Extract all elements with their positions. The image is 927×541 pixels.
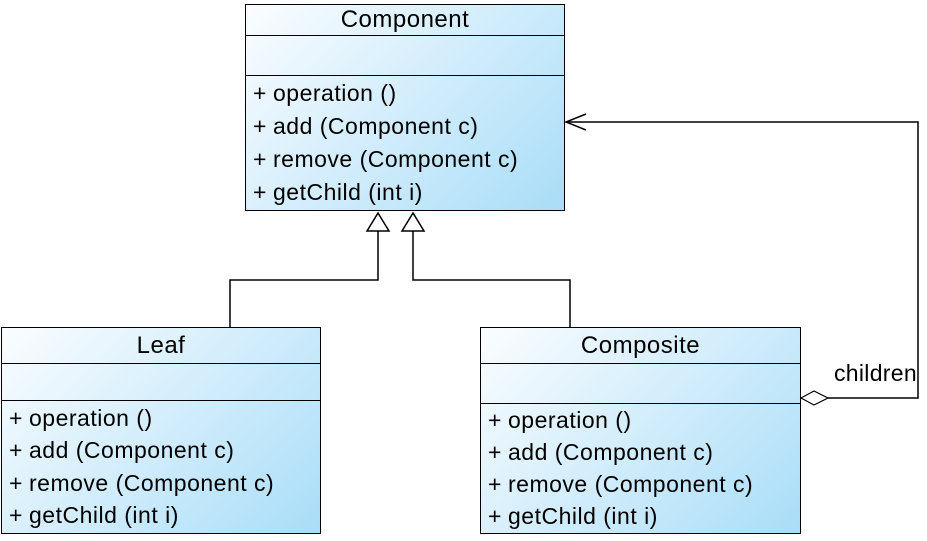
method-row: + remove (Component c) — [481, 469, 800, 501]
method-signature: getChild (int i) — [29, 502, 179, 529]
aggregation-diamond-icon — [799, 390, 830, 406]
methods-compartment: + operation () + add (Component c) + rem… — [246, 76, 564, 210]
method-row: + operation () — [246, 77, 564, 110]
aggregation-edge-composite-component[interactable] — [563, 113, 919, 406]
open-arrowhead-icon — [563, 113, 587, 131]
method-signature: remove (Component c) — [273, 146, 519, 172]
method-signature: remove (Component c) — [508, 470, 754, 497]
visibility-symbol: + — [253, 113, 267, 139]
method-signature: operation () — [273, 80, 397, 106]
aggregation-role-label: children — [834, 360, 917, 386]
class-name: Component — [246, 5, 564, 36]
method-signature: add (Component c) — [508, 439, 714, 466]
class-node-component[interactable]: Component + operation () + add (Componen… — [245, 4, 565, 211]
method-row: + remove (Component c) — [246, 143, 564, 176]
method-signature: operation () — [508, 407, 632, 434]
method-row: + operation () — [2, 402, 320, 435]
methods-compartment: + operation () + add (Component c) + rem… — [2, 401, 320, 533]
visibility-symbol: + — [9, 404, 23, 431]
class-name: Composite — [481, 328, 800, 364]
generalization-triangle-icon — [365, 211, 391, 232]
method-row: + getChild (int i) — [246, 176, 564, 209]
class-node-leaf[interactable]: Leaf + operation () + add (Component c) … — [1, 327, 321, 534]
method-signature: add (Component c) — [29, 437, 235, 464]
visibility-symbol: + — [9, 469, 23, 496]
method-row: + getChild (int i) — [2, 500, 320, 533]
method-signature: operation () — [29, 404, 153, 431]
generalization-edge-composite-component[interactable] — [400, 211, 571, 327]
generalization-edge-leaf-component[interactable] — [229, 211, 391, 327]
visibility-symbol: + — [253, 146, 267, 172]
generalization-triangle-icon — [400, 211, 426, 232]
visibility-symbol: + — [488, 407, 502, 434]
attributes-compartment — [246, 36, 564, 76]
method-row: + add (Component c) — [246, 110, 564, 143]
method-row: + remove (Component c) — [2, 467, 320, 500]
method-signature: getChild (int i) — [273, 179, 423, 205]
visibility-symbol: + — [253, 179, 267, 205]
method-row: + operation () — [481, 405, 800, 437]
method-row: + add (Component c) — [481, 437, 800, 469]
attributes-compartment — [481, 364, 800, 404]
method-signature: getChild (int i) — [508, 502, 658, 529]
visibility-symbol: + — [488, 439, 502, 466]
class-name: Leaf — [2, 328, 320, 364]
methods-compartment: + operation () + add (Component c) + rem… — [481, 404, 800, 533]
visibility-symbol: + — [9, 502, 23, 529]
method-row: + add (Component c) — [2, 435, 320, 468]
visibility-symbol: + — [488, 470, 502, 497]
visibility-symbol: + — [488, 502, 502, 529]
attributes-compartment — [2, 364, 320, 401]
visibility-symbol: + — [9, 437, 23, 464]
method-row: + getChild (int i) — [481, 500, 800, 532]
visibility-symbol: + — [253, 80, 267, 106]
method-signature: remove (Component c) — [29, 469, 275, 496]
class-node-composite[interactable]: Composite + operation () + add (Componen… — [480, 327, 801, 534]
method-signature: add (Component c) — [273, 113, 479, 139]
